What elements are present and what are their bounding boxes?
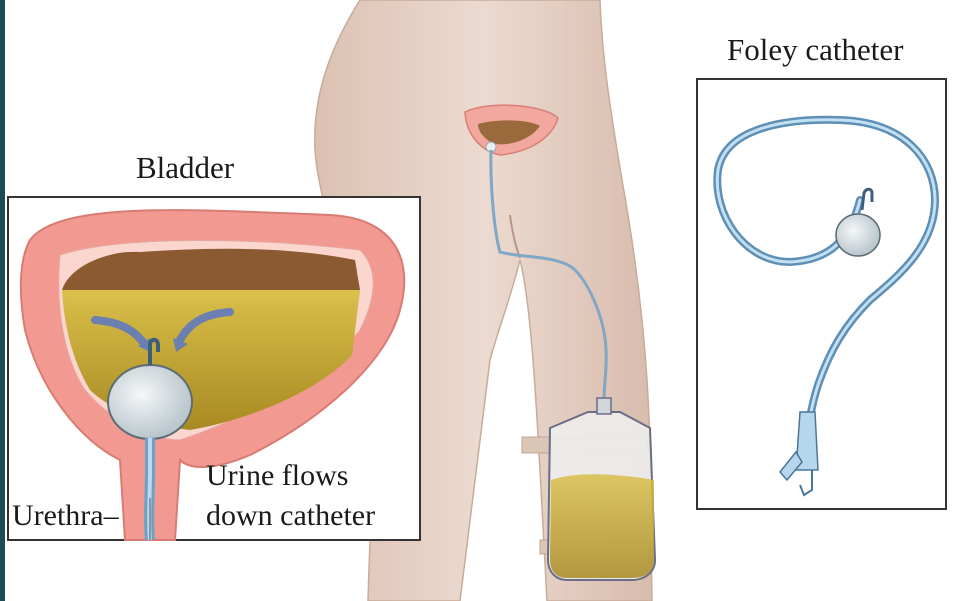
bladder-inset [7,196,421,541]
drainage-bag [546,397,657,581]
bladder-title: Bladder [136,150,235,185]
drainage-tube [489,149,608,401]
urine-flow-label-line2: down catheter [206,499,376,532]
urethra-label: Urethra– [12,499,119,532]
left-edge-bar [0,0,5,601]
foley-catheter-title: Foley catheter [727,32,904,67]
urine-flow-label-line1: Urine flows [206,459,349,492]
foley-inset [696,78,947,510]
